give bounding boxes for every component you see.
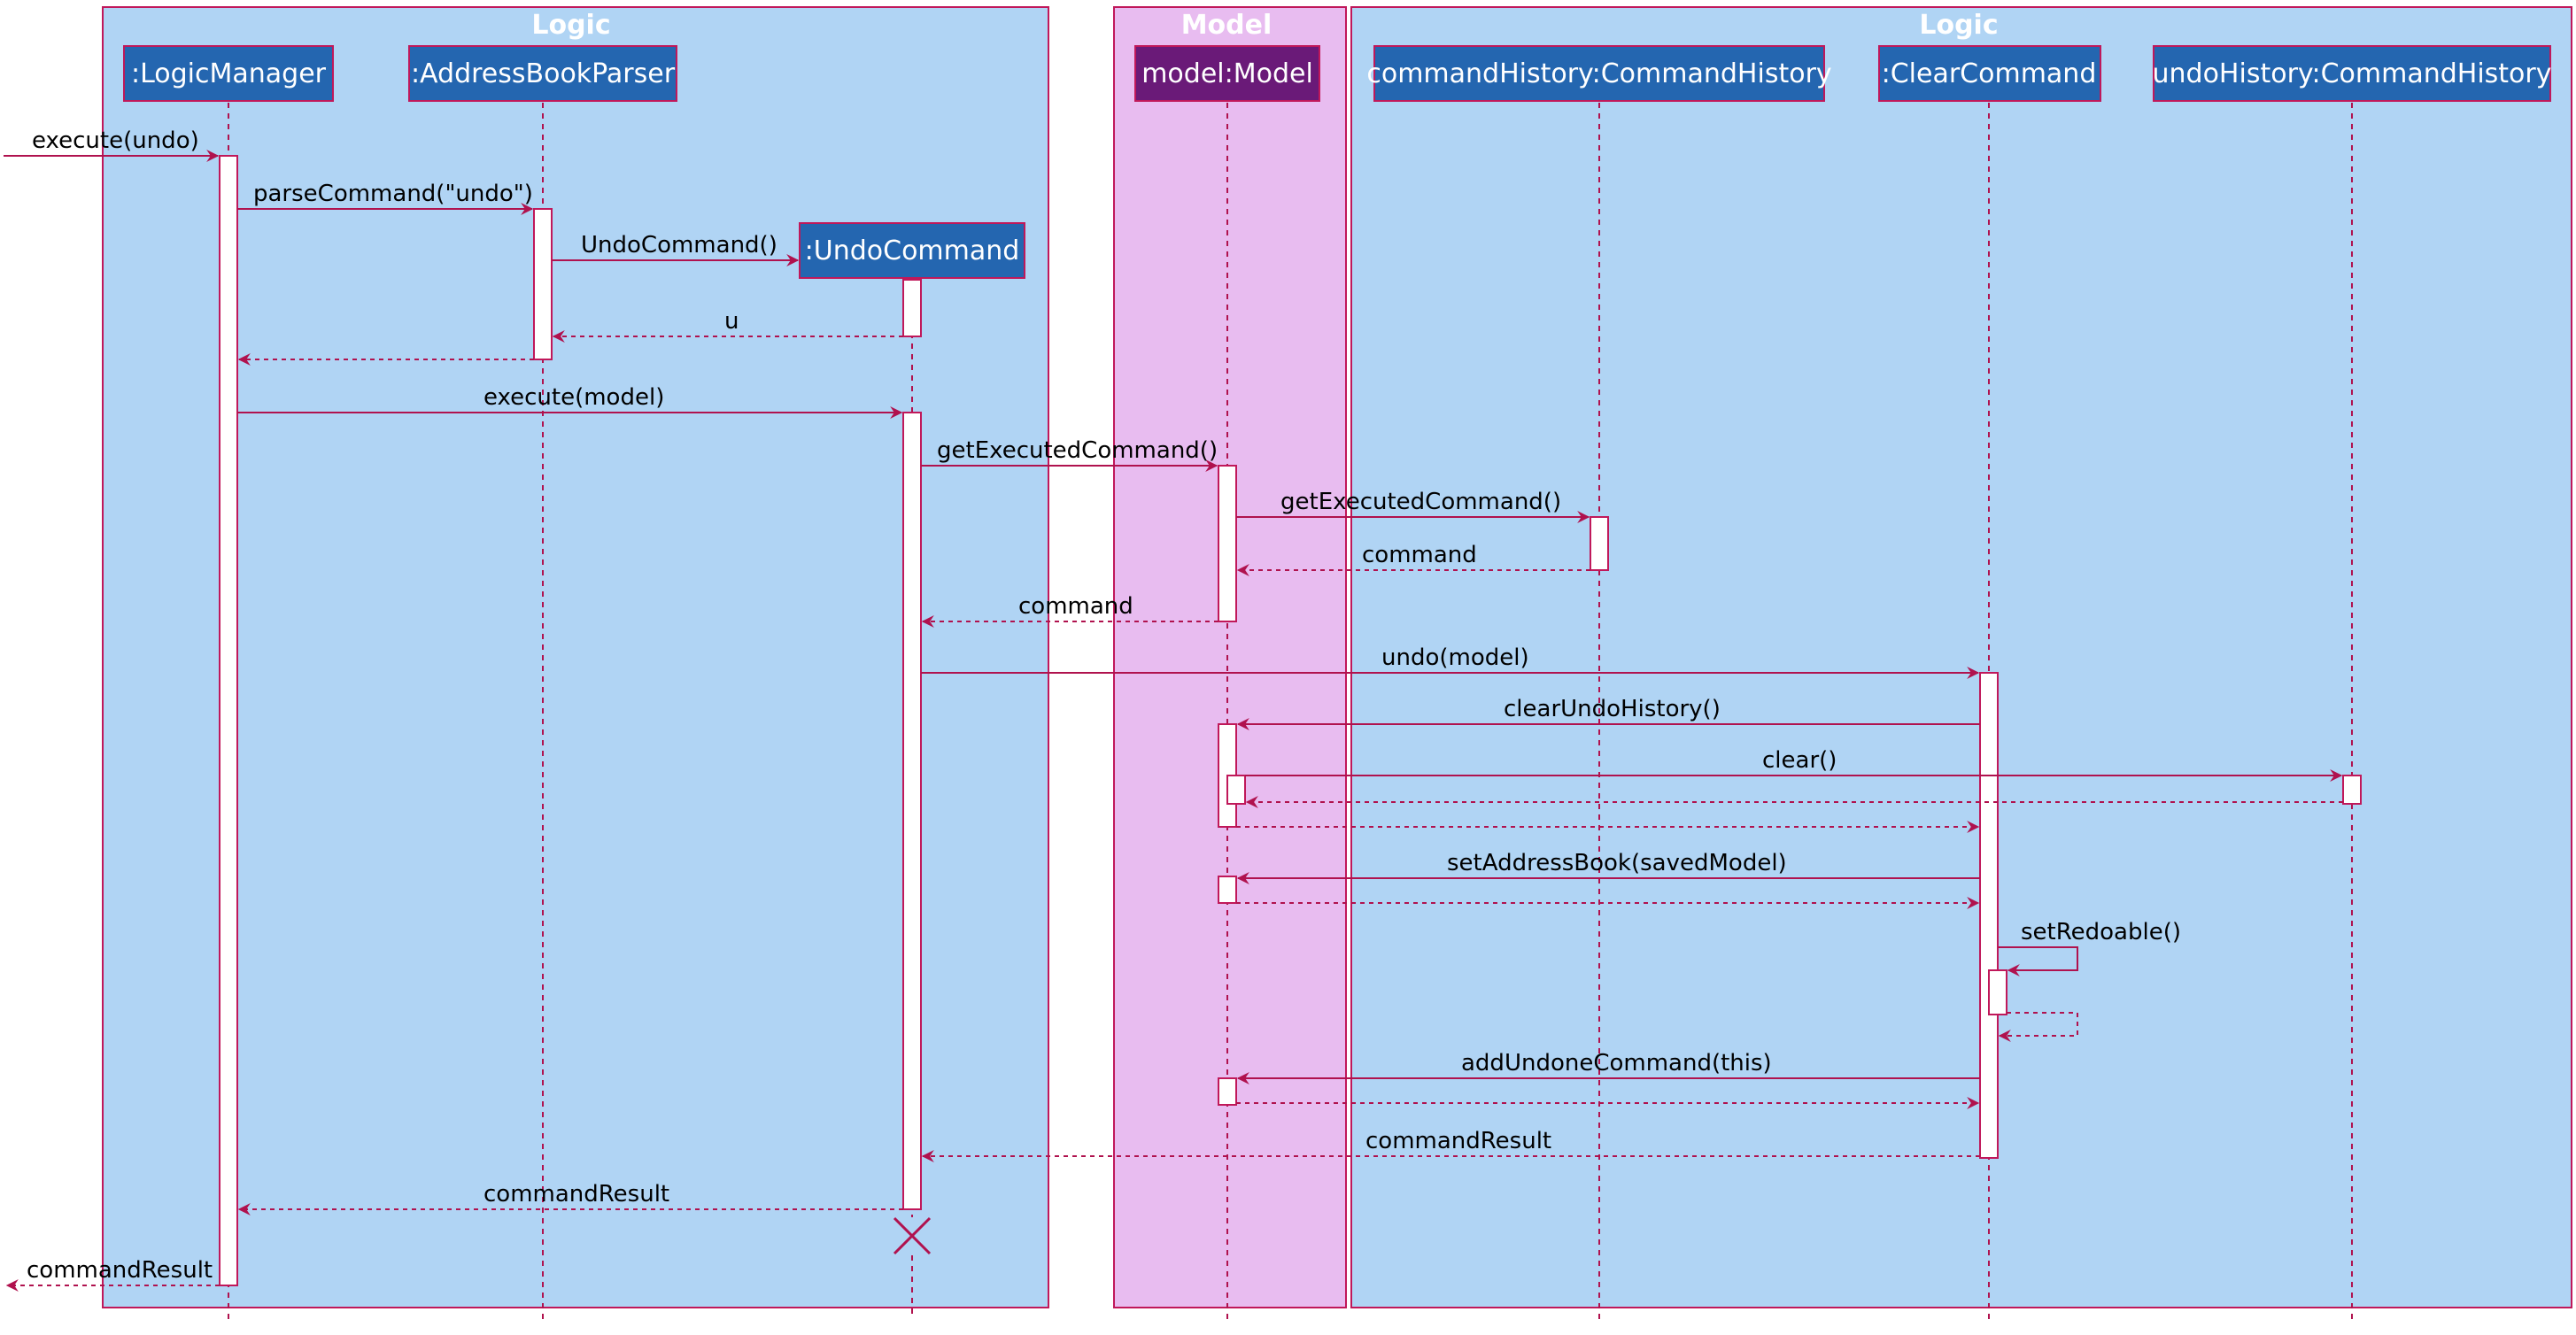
activation-address-book-parser [533, 208, 553, 360]
message-label-return-command-model: command [1018, 593, 1133, 620]
participant-label: model:Model [1141, 58, 1313, 89]
message-label-get-executed-command-model: getExecutedCommand() [937, 437, 1218, 464]
message-arrow-set-redoable [1998, 946, 2078, 976]
participant-command-history: commandHistory:CommandHistory [1366, 45, 1832, 102]
group-frame-logic-right [1350, 6, 2572, 1308]
activation-command-history [1590, 516, 1609, 571]
activation-undo-history [2342, 775, 2362, 805]
destroy-x-icon [893, 1216, 932, 1255]
participant-logic-manager: :LogicManager [123, 45, 334, 102]
group-title-logic-right: Logic [1919, 10, 1998, 41]
message-label-add-undone-command: addUndoneCommand(this) [1461, 1050, 1772, 1076]
participant-label: commandHistory:CommandHistory [1366, 58, 1831, 89]
message-label-execute-model: execute(model) [483, 384, 664, 411]
participant-label: :UndoCommand [805, 235, 1020, 266]
group-title-model: Model [1181, 10, 1273, 41]
message-label-return-command-result-clear: commandResult [1365, 1128, 1551, 1154]
message-label-return-command-result-undo: commandResult [483, 1181, 669, 1208]
message-label-parse-command: parseCommand("undo") [253, 181, 533, 207]
participant-label: :AddressBookParser [411, 58, 676, 89]
activation-model-add-undone [1218, 1077, 1237, 1106]
message-label-set-redoable: setRedoable() [2021, 919, 2181, 945]
message-label-execute-undo: execute(undo) [32, 127, 199, 154]
activation-clear-command [1979, 672, 1999, 1159]
participant-label: :LogicManager [131, 58, 327, 89]
activation-undo-command-execute [902, 412, 922, 1210]
participant-label: :ClearCommand [1882, 58, 2097, 89]
message-label-clear: clear() [1762, 747, 1837, 774]
group-frame-model [1113, 6, 1347, 1308]
message-arrow-return-set-redoable [1998, 1012, 2078, 1042]
participant-undo-history: undoHistory:CommandHistory [2153, 45, 2552, 102]
group-title-logic-left: Logic [531, 10, 610, 41]
message-label-return-command-result-out: commandResult [27, 1257, 213, 1284]
message-label-set-address-book: setAddressBook(savedModel) [1447, 850, 1787, 876]
activation-model-get [1218, 465, 1237, 622]
message-label-get-executed-command-history: getExecutedCommand() [1280, 489, 1561, 515]
message-label-create-undo-command: UndoCommand() [581, 232, 777, 259]
message-label-clear-undo-history: clearUndoHistory() [1504, 696, 1721, 722]
participant-label: undoHistory:CommandHistory [2153, 58, 2552, 89]
activation-model-nested [1226, 775, 1246, 805]
participant-address-book-parser: :AddressBookParser [408, 45, 677, 102]
participant-clear-command: :ClearCommand [1878, 45, 2101, 102]
message-label-return-u: u [724, 308, 739, 335]
activation-clear-command-self [1988, 969, 2007, 1015]
message-label-return-command-history: command [1362, 542, 1477, 568]
participant-undo-command: :UndoCommand [799, 222, 1025, 279]
activation-undo-command-create [902, 279, 922, 337]
message-label-undo-model: undo(model) [1381, 644, 1529, 671]
activation-model-set-address-book [1218, 876, 1237, 904]
activation-logic-manager [219, 155, 238, 1286]
participant-model: model:Model [1134, 45, 1320, 102]
